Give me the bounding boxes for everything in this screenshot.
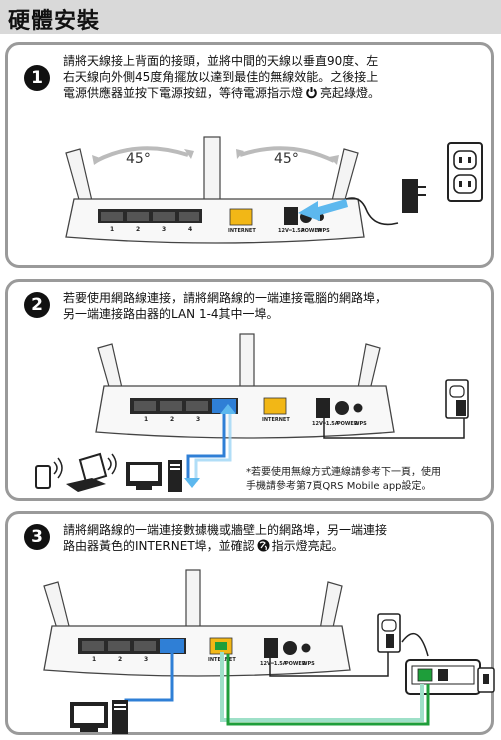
wan-cable (226, 654, 430, 726)
smartphone-icon (35, 465, 51, 489)
step-1-line-3: 電源供應器並按下電源按鈕，等待電源指示燈亮起綠燈。 (63, 86, 381, 100)
dc-jack (284, 207, 298, 225)
antenna-center (203, 136, 221, 204)
svg-text:12V═1.5A: 12V═1.5A (312, 421, 339, 427)
svg-text:3: 3 (162, 226, 166, 233)
step-2-note: *若要使用無線方式連線請參考下一頁，使用 手機請參考第7頁QRS Mobile … (246, 467, 441, 492)
step-3-line-1: 請將網路線的一端連接數據機或牆壁上的網路埠，另一端連接 (63, 523, 388, 537)
step-3-illustration: 1 2 3 INTERNET 12V═1.5A POWER WPS (43, 569, 495, 734)
power-adapter-icon (402, 179, 418, 213)
svg-text:1: 1 (110, 226, 114, 233)
svg-text:2: 2 (170, 416, 174, 423)
step-1-line-2: 右天線向外側45度角擺放以達到最佳的無線效能。之後接上 (63, 70, 379, 84)
lan-cable (186, 412, 226, 478)
step-3-line-2: 路由器黃色的INTERNET埠，並確認指示燈亮起。 (63, 539, 344, 553)
svg-text:WPS: WPS (317, 228, 330, 234)
svg-text:2: 2 (136, 226, 140, 233)
svg-text:2: 2 (118, 656, 122, 663)
step-number: 3 (24, 524, 50, 550)
svg-text:WPS: WPS (302, 661, 315, 667)
step-1-illustration: 45° 45° 1 2 3 4 INTERNET 12V═1.5A POWER … (65, 136, 483, 244)
step-3-text: 請將網路線的一端連接數據機或牆壁上的網路埠，另一端連接 路由器黃色的INTERN… (63, 522, 488, 554)
step-3-card: 3 請將網路線的一端連接數據機或牆壁上的網路埠，另一端連接 路由器黃色的INTE… (5, 511, 495, 735)
svg-text:INTERNET: INTERNET (228, 228, 256, 234)
svg-text:POWER: POWER (285, 661, 306, 667)
page-title: 硬體安裝 (8, 9, 101, 34)
laptop-icon (78, 452, 108, 484)
internet-port (229, 208, 253, 226)
step-1-line-1: 請將天線接上背面的接頭，並將中間的天線以垂直90度、左 (63, 54, 379, 68)
power-icon (305, 86, 318, 99)
svg-text:1: 1 (144, 416, 148, 423)
angle-left-label: 45° (126, 151, 151, 167)
svg-text:3: 3 (144, 656, 148, 663)
internet-port (263, 397, 287, 415)
svg-text:POWER: POWER (301, 228, 322, 234)
svg-text:4: 4 (188, 226, 192, 233)
svg-text:POWER: POWER (337, 421, 358, 427)
step-number: 1 (24, 65, 50, 91)
svg-text:12V═1.5A: 12V═1.5A (260, 661, 287, 667)
step-2-illustration: 1 2 3 INTERNET 12V═1.5A POWER WPS (35, 333, 469, 492)
step-2-text: 若要使用網路線連接，請將網路線的一端連接電腦的網路埠， 另一端連接路由器的LAN… (63, 290, 488, 322)
svg-text:1: 1 (92, 656, 96, 663)
page-header: 硬體安裝 (0, 0, 501, 34)
step-2-line-2: 另一端連接路由器的LAN 1-4其中一埠。 (63, 307, 279, 321)
wan-cable-light (220, 652, 424, 722)
rotate-arrow-right (239, 146, 335, 163)
svg-text:3: 3 (196, 416, 200, 423)
rotate-arrow-left (95, 146, 189, 163)
svg-text:12V═1.5A: 12V═1.5A (278, 228, 305, 234)
angle-right-label: 45° (274, 151, 299, 167)
plug-arrow (298, 199, 348, 221)
step-number: 2 (24, 292, 50, 318)
svg-text:INTERNET: INTERNET (262, 417, 290, 423)
power-cable (345, 197, 399, 226)
step-2-line-1: 若要使用網路線連接，請將網路線的一端連接電腦的網路埠， (63, 291, 388, 305)
svg-text:WPS: WPS (354, 421, 367, 427)
step-2-card: 2 若要使用網路線連接，請將網路線的一端連接電腦的網路埠， 另一端連接路由器的L… (5, 279, 494, 501)
lan-port-group (98, 209, 202, 223)
globe-icon (257, 539, 270, 552)
step-1-card: 1 請將天線接上背面的接頭，並將中間的天線以垂直90度、左 右天線向外側45度角… (5, 42, 494, 268)
antenna-left (65, 148, 93, 204)
step-1-text: 請將天線接上背面的接頭，並將中間的天線以垂直90度、左 右天線向外側45度角擺放… (63, 53, 488, 101)
